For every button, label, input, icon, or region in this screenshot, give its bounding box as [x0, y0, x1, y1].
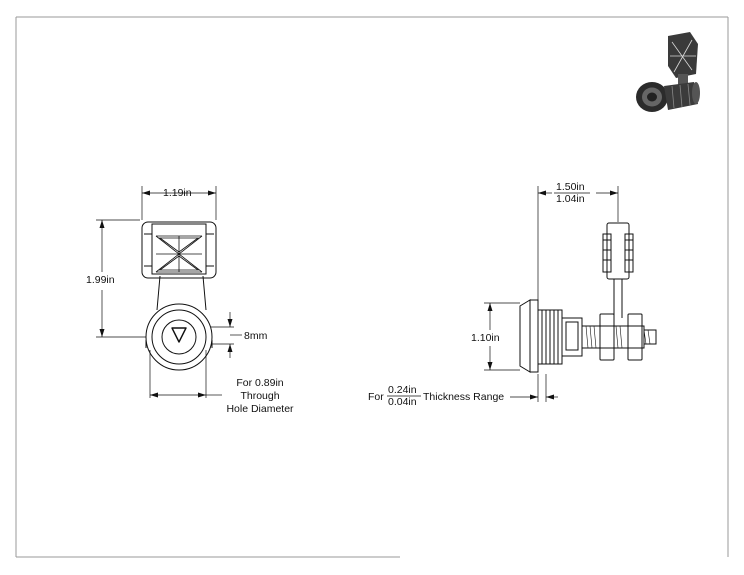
hole-note-line-1: For 0.89in — [236, 377, 284, 389]
reach-min-label: 1.04in — [556, 193, 585, 205]
reach-max-label: 1.50in — [556, 181, 585, 193]
cam-dimension-label: 8mm — [244, 330, 268, 342]
hole-note-line-3: Hole Diameter — [226, 403, 294, 415]
side-view — [519, 222, 657, 373]
isometric-view — [636, 32, 700, 112]
thickness-max-label: 0.24in — [388, 384, 417, 396]
height-dimension-label: 1.99in — [86, 274, 115, 286]
side-dimensions — [484, 186, 619, 402]
width-dimension-label: 1.19in — [163, 187, 192, 199]
thickness-prefix: For — [368, 391, 384, 403]
front-arrows — [99, 190, 233, 398]
body-dimension-label: 1.10in — [471, 332, 500, 344]
hole-note-line-2: Through — [240, 390, 280, 402]
side-arrows — [487, 190, 618, 400]
sheet-border — [15, 16, 729, 558]
reach-fraction-bar — [554, 192, 590, 194]
front-view — [141, 221, 217, 371]
thickness-fraction-bar — [387, 395, 421, 397]
front-dimensions — [96, 186, 242, 398]
thickness-min-label: 0.04in — [388, 396, 417, 408]
thickness-suffix: Thickness Range — [423, 391, 505, 403]
